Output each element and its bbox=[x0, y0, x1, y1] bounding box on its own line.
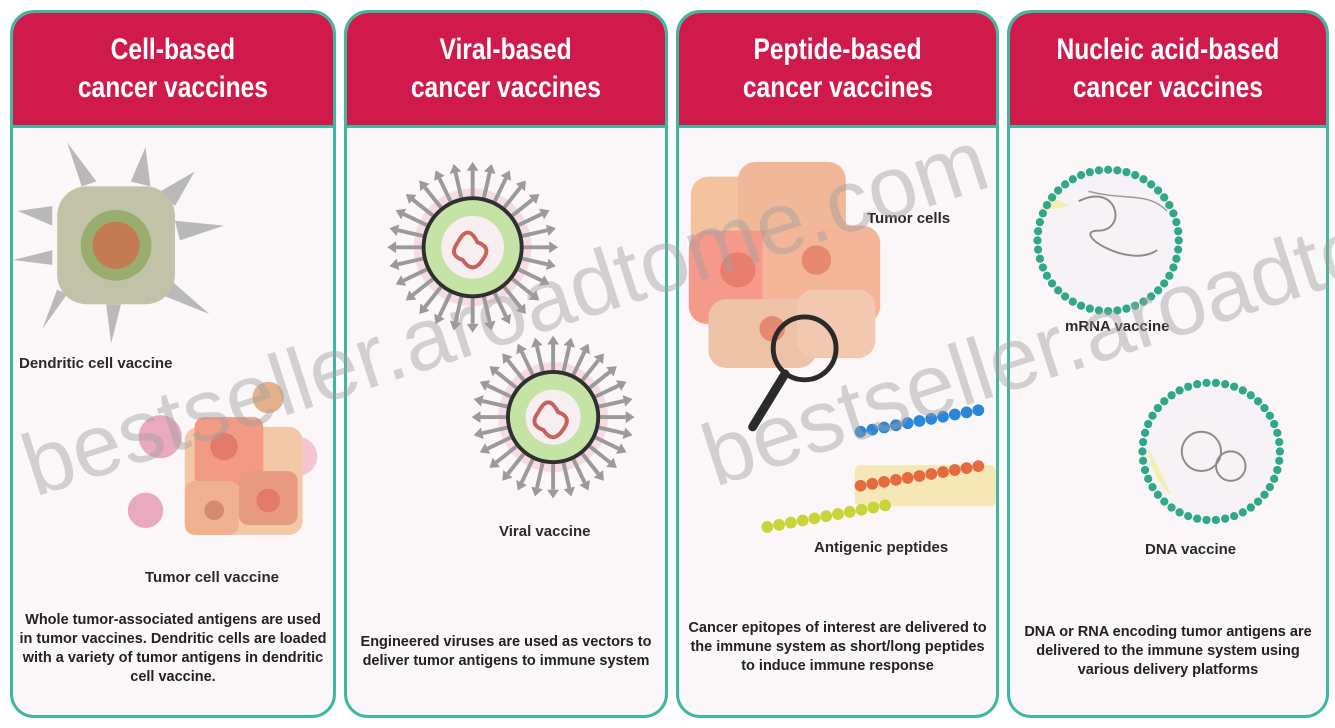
panel-title-line1: Peptide-based bbox=[753, 31, 921, 69]
panel-title-line2: cancer vaccines bbox=[78, 69, 268, 107]
peptide-vaccine-illustration bbox=[679, 128, 996, 608]
virus-particle-icon bbox=[387, 162, 558, 333]
panel-title-line1: Cell-based bbox=[111, 31, 235, 69]
panel-viral-based: Viral-based cancer vaccines Viral vaccin… bbox=[344, 10, 668, 718]
mrna-vaccine-label: mRNA vaccine bbox=[1065, 318, 1170, 335]
panel-title-line1: Viral-based bbox=[440, 31, 572, 69]
tumor-cell-icon bbox=[128, 382, 317, 535]
panel-title-line1: Nucleic acid-based bbox=[1057, 31, 1280, 69]
viral-vaccine-label: Viral vaccine bbox=[499, 523, 590, 540]
panel-description: Cancer epitopes of interest are delivere… bbox=[685, 619, 990, 676]
tumor-cell-label: Tumor cell vaccine bbox=[145, 569, 279, 586]
panel-description: Engineered viruses are used as vectors t… bbox=[353, 633, 659, 671]
dendritic-cell-label: Dendritic cell vaccine bbox=[19, 355, 172, 372]
dna-vaccine-label: DNA vaccine bbox=[1145, 541, 1236, 558]
panel-header: Viral-based cancer vaccines bbox=[347, 13, 665, 128]
panel-title-line2: cancer vaccines bbox=[1073, 69, 1263, 107]
mrna-vaccine-icon bbox=[1033, 166, 1183, 316]
panel-header: Peptide-based cancer vaccines bbox=[679, 13, 996, 128]
panel-description: DNA or RNA encoding tumor antigens are d… bbox=[1016, 623, 1320, 680]
peptide-chains-icon bbox=[761, 404, 996, 533]
antigenic-peptides-label: Antigenic peptides bbox=[814, 539, 948, 556]
panel-header: Nucleic acid-based cancer vaccines bbox=[1010, 13, 1326, 128]
panel-nucleic-acid-based: Nucleic acid-based cancer vaccines mRNA … bbox=[1007, 10, 1329, 718]
dna-vaccine-icon bbox=[1138, 379, 1284, 524]
panel-peptide-based: Peptide-based cancer vaccines Tumor cell… bbox=[676, 10, 999, 718]
dendritic-cell-icon bbox=[13, 142, 224, 343]
tumor-cells-icon bbox=[689, 162, 880, 368]
panel-cell-based: Cell-based cancer vaccines bbox=[10, 10, 336, 718]
nucleic-acid-vaccine-illustration bbox=[1010, 128, 1326, 608]
virus-particle-icon bbox=[472, 336, 635, 499]
panel-header: Cell-based cancer vaccines bbox=[13, 13, 333, 128]
panel-title-line2: cancer vaccines bbox=[742, 69, 932, 107]
panel-title-line2: cancer vaccines bbox=[411, 69, 601, 107]
panel-description: Whole tumor-associated antigens are used… bbox=[19, 611, 327, 687]
tumor-cells-label: Tumor cells bbox=[867, 210, 950, 227]
